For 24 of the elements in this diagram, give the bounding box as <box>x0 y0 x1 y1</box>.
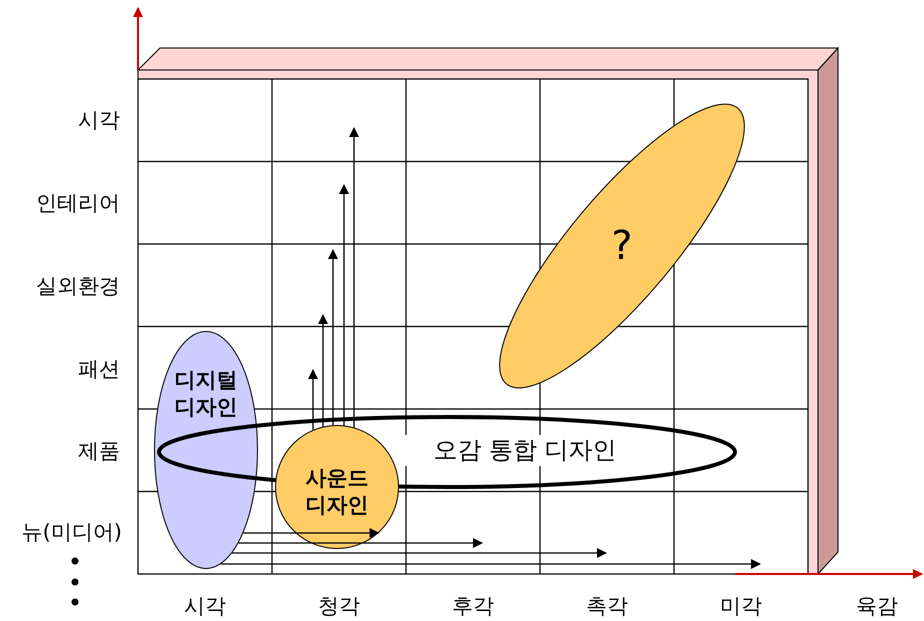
arrow <box>308 369 318 430</box>
column-label: 시각 <box>184 593 226 620</box>
arrow <box>220 559 761 569</box>
question-mark: ? <box>610 222 634 271</box>
row-label: 패션 <box>78 356 120 383</box>
arrow <box>339 184 349 426</box>
arrow <box>243 528 380 538</box>
column-label: 촉각 <box>586 593 628 620</box>
arrow <box>238 538 483 548</box>
row-label: 뉴(미디어) <box>22 519 122 546</box>
row-label: 제품 <box>78 438 120 465</box>
column-label: 육감 <box>856 593 898 620</box>
column-label: 청각 <box>318 593 360 620</box>
row-label: 시각 <box>78 107 120 134</box>
node-label: 사운드 디자인 <box>304 465 370 520</box>
arrow <box>349 127 359 428</box>
row-label: 실외환경 <box>36 273 120 300</box>
column-label: 후각 <box>452 593 494 620</box>
column-label: 미각 <box>720 593 762 620</box>
node-label: 디지털 디자인 <box>174 367 238 422</box>
arrow <box>318 314 328 427</box>
arrow <box>328 249 338 426</box>
row-label: 인테리어 <box>36 190 120 217</box>
arrow <box>232 548 607 558</box>
